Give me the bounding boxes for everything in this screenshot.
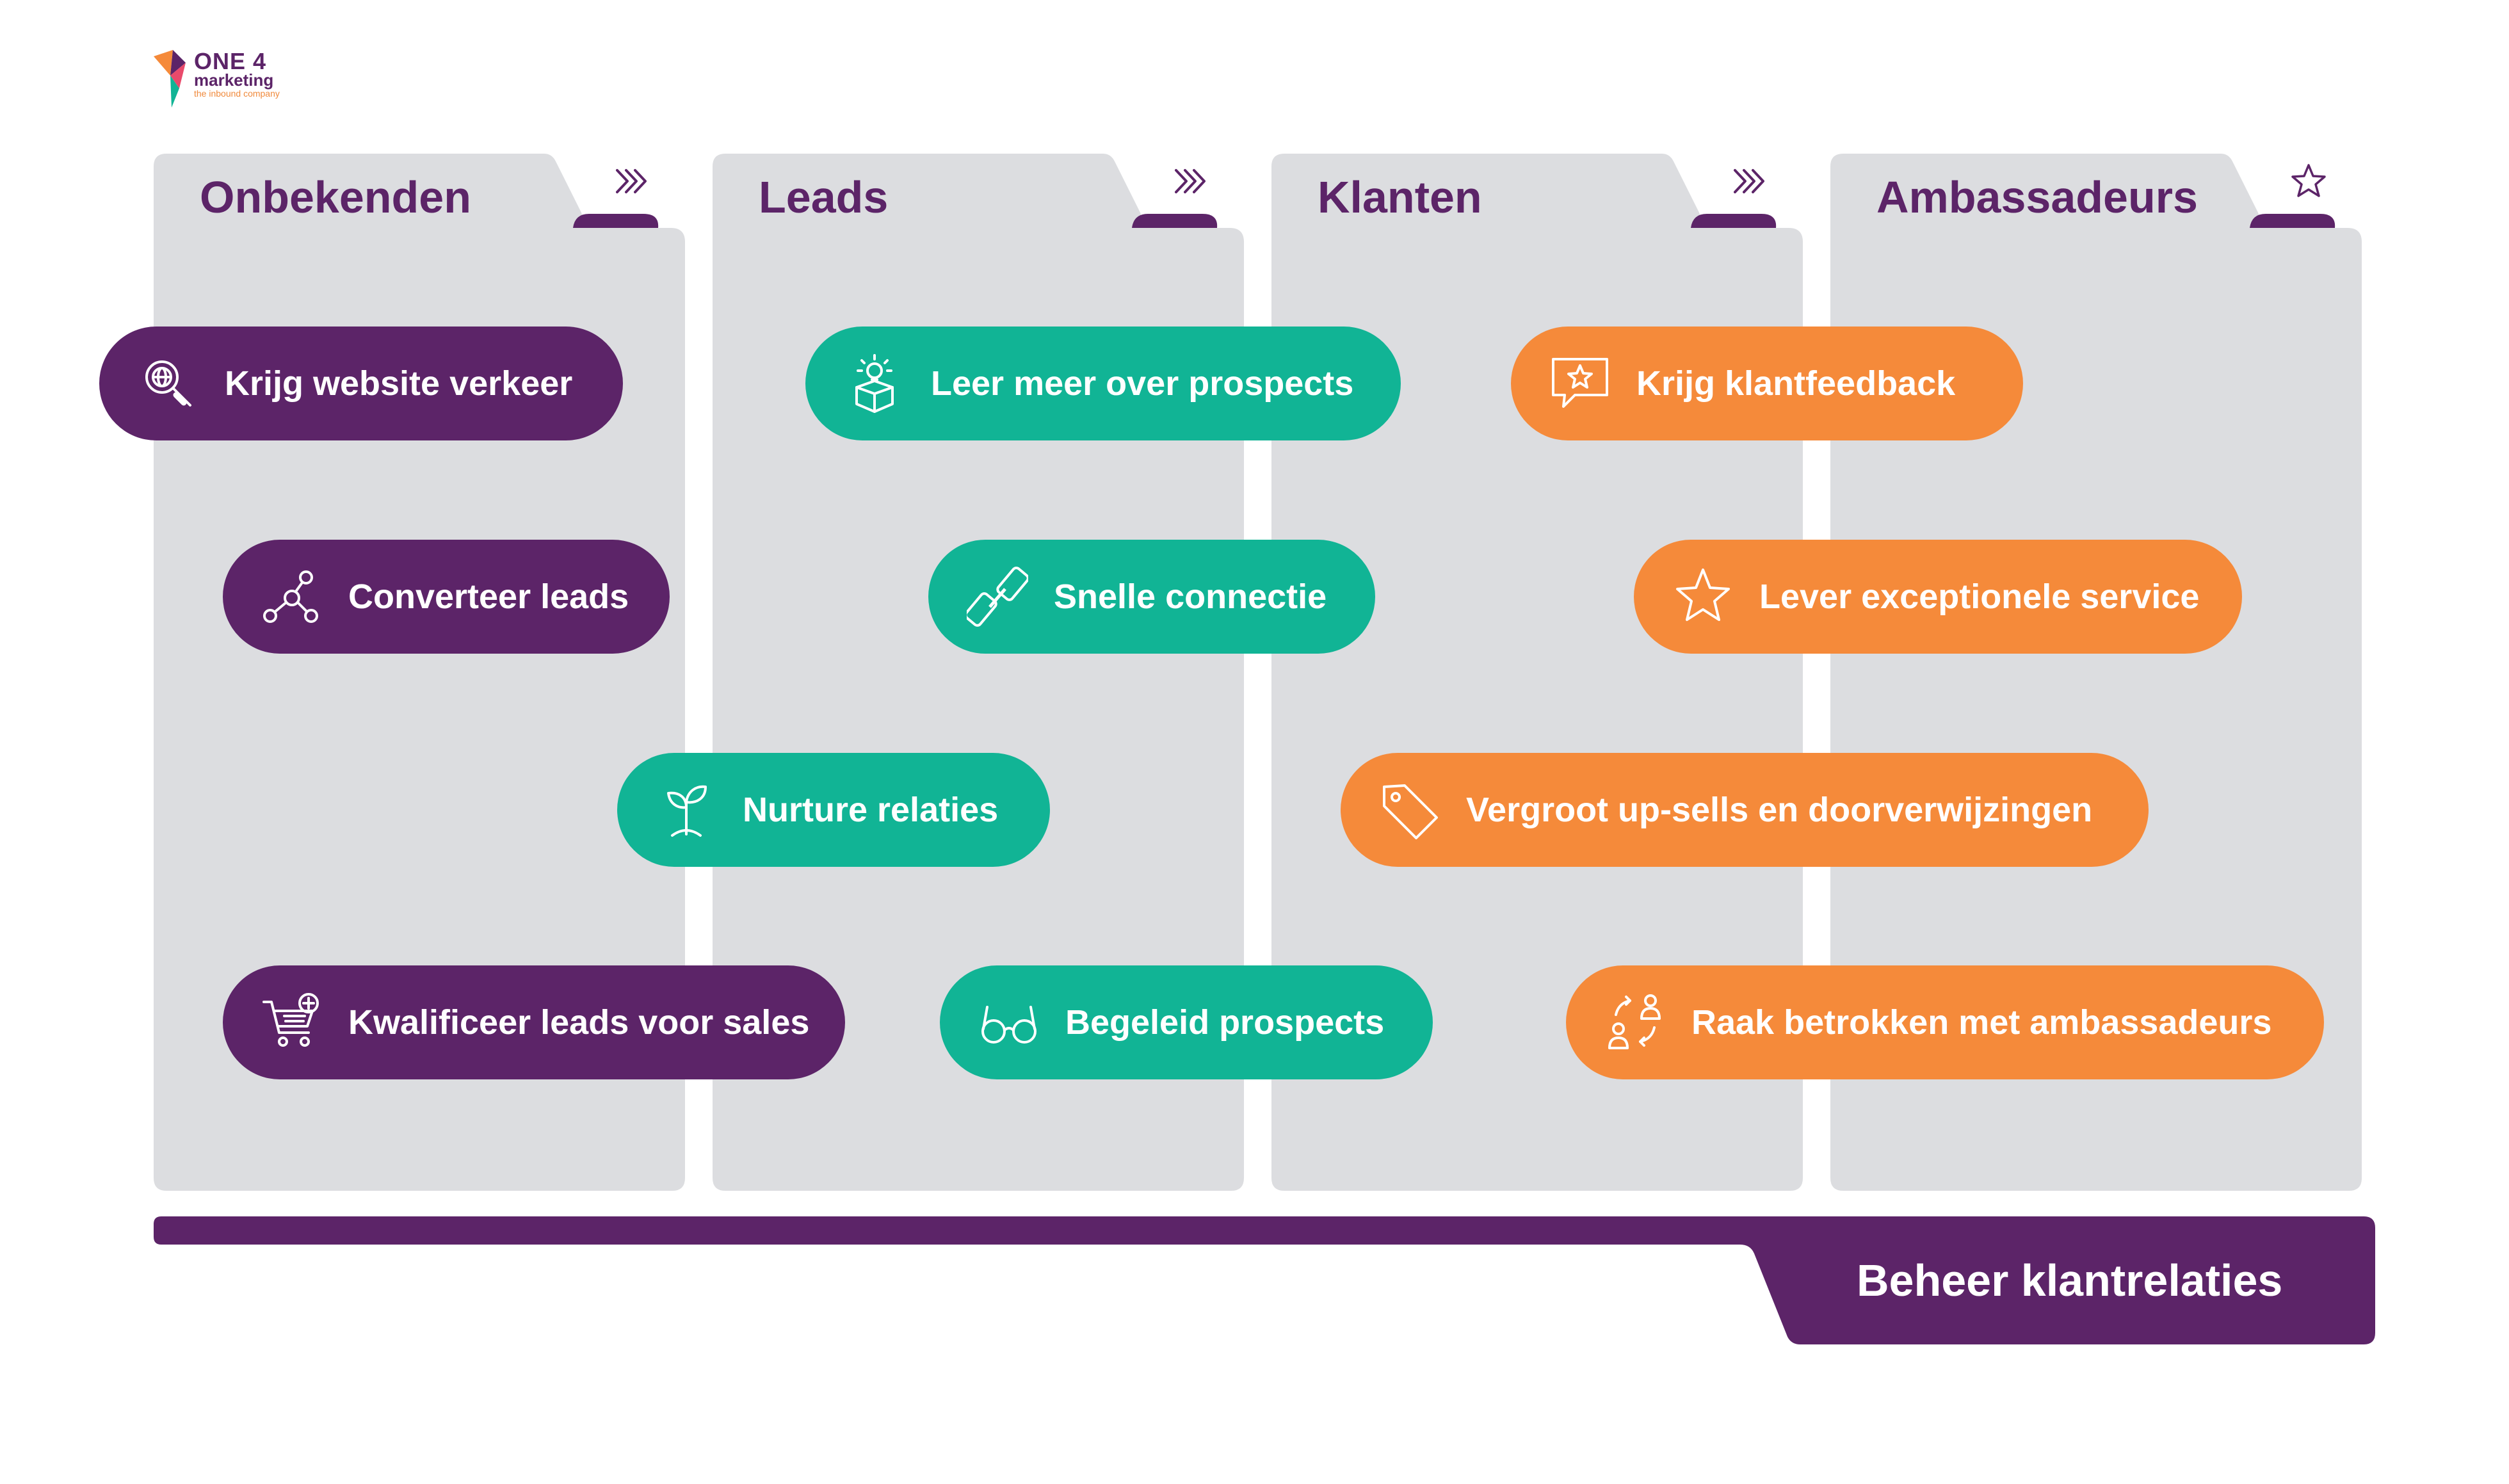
pill-snelle-connectie[interactable]: Snelle connectie bbox=[928, 540, 1375, 654]
pill-label: Converteer leads bbox=[348, 577, 629, 616]
lightbulb-box-icon bbox=[855, 354, 894, 413]
bottom-bar: Beheer klantrelaties bbox=[154, 1216, 2375, 1344]
pill-nurture-relaties[interactable]: Nurture relaties bbox=[617, 753, 1050, 867]
logo-mark-icon bbox=[154, 50, 186, 108]
pill-label: Leer meer over prospects bbox=[931, 364, 1354, 403]
price-tag-icon bbox=[1383, 784, 1438, 839]
pill-label: Krijg klantfeedback bbox=[1636, 364, 1956, 403]
star-speech-bubble-icon bbox=[1552, 358, 1608, 408]
shopping-cart-plus-icon bbox=[262, 993, 319, 1047]
pill-label: Snelle connectie bbox=[1054, 577, 1327, 616]
logo-title: ONE 4 bbox=[194, 48, 267, 74]
pill-label: Raak betrokken met ambassadeurs bbox=[1691, 1003, 2272, 1042]
pill-vergroot-up-sells-en-doorverwijzingen[interactable]: Vergroot up-sells en doorverwijzingen bbox=[1341, 753, 2149, 867]
pill-leer-meer-over-prospects[interactable]: Leer meer over prospects bbox=[805, 327, 1401, 440]
chain-link-icon bbox=[967, 567, 1028, 627]
pill-label: Krijg website verkeer bbox=[225, 364, 573, 403]
logo: ONE 4 marketing the inbound company bbox=[154, 50, 282, 108]
pill-krijg-website-verkeer[interactable]: Krijg website verkeer bbox=[99, 327, 623, 440]
pill-converteer-leads[interactable]: Converteer leads bbox=[223, 540, 670, 654]
chevrons-right-icon bbox=[616, 169, 647, 193]
pill-raak-betrokken-met-ambassadeurs[interactable]: Raak betrokken met ambassadeurs bbox=[1566, 965, 2324, 1079]
pill-label: Lever exceptionele service bbox=[1759, 577, 2200, 616]
column-title: Klanten bbox=[1318, 172, 1482, 222]
pill-krijg-klantfeedback[interactable]: Krijg klantfeedback bbox=[1511, 327, 2023, 440]
pill-kwalificeer-leads-voor-sales[interactable]: Kwalificeer leads voor sales bbox=[223, 965, 845, 1079]
star-outline-icon bbox=[2291, 164, 2326, 197]
sprout-icon bbox=[667, 785, 707, 837]
glasses-icon bbox=[981, 1006, 1037, 1044]
column-title: Ambassadeurs bbox=[1876, 172, 2198, 222]
pill-label: Vergroot up-sells en doorverwijzingen bbox=[1466, 791, 2093, 829]
bottom-bar-label: Beheer klantrelaties bbox=[1857, 1255, 2283, 1305]
column-title: Leads bbox=[759, 172, 889, 222]
pill-begeleid-prospects[interactable]: Begeleid prospects bbox=[940, 965, 1433, 1079]
logo-subtitle: marketing bbox=[194, 70, 274, 90]
chevrons-right-icon bbox=[1175, 169, 1206, 193]
logo-tagline: the inbound company bbox=[194, 88, 280, 99]
pill-label: Begeleid prospects bbox=[1065, 1003, 1385, 1042]
column-title: Onbekenden bbox=[200, 172, 471, 222]
pill-label: Nurture relaties bbox=[743, 791, 999, 829]
chevrons-right-icon bbox=[1734, 169, 1764, 193]
pill-lever-exceptionele-service[interactable]: Lever exceptionele service bbox=[1634, 540, 2242, 654]
pill-label: Kwalificeer leads voor sales bbox=[348, 1003, 810, 1042]
star-icon bbox=[1676, 569, 1730, 621]
globe-search-icon bbox=[145, 360, 191, 407]
people-exchange-icon bbox=[1608, 994, 1661, 1049]
network-nodes-icon bbox=[263, 570, 318, 623]
bottom-bar-shape bbox=[154, 1216, 2375, 1344]
